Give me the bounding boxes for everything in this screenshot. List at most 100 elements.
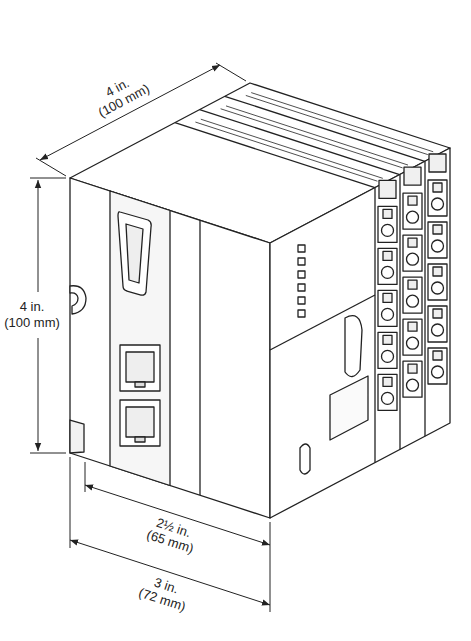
module-edge [424, 161, 425, 436]
terminal-release [408, 196, 417, 205]
body-edge [199, 220, 200, 495]
terminal-block [428, 222, 447, 258]
top-ridge [246, 95, 428, 154]
terminal-release [383, 293, 392, 302]
drawing-part [175, 93, 447, 450]
drawing-part [30, 63, 450, 612]
module-edge [399, 174, 400, 449]
terminal-block [428, 306, 447, 342]
top-ridge [201, 119, 383, 178]
module-edge [200, 110, 400, 175]
terminal-block [403, 235, 422, 271]
side-face [270, 148, 450, 518]
terminal-hole [382, 392, 394, 404]
drawing-part [30, 63, 270, 612]
top-ridge [195, 122, 377, 181]
extension-line [216, 63, 246, 81]
status-led [298, 258, 305, 265]
dimension-line [38, 180, 39, 292]
module-edge [175, 123, 375, 188]
terminal-hole [432, 198, 444, 210]
top-ridge [251, 93, 433, 152]
terminal-hole [382, 308, 394, 320]
terminal-release [383, 251, 392, 260]
terminal-release [433, 225, 442, 234]
terminal-hole [407, 337, 419, 349]
terminal-release [408, 280, 417, 289]
rj45-port [120, 400, 160, 446]
terminal-release [433, 351, 442, 360]
terminal-block [403, 193, 422, 229]
top-ridge [226, 106, 408, 165]
extension-line [36, 158, 66, 176]
terminal-hole [432, 240, 444, 252]
side-slot [300, 444, 310, 474]
label-plate [330, 376, 368, 440]
status-window [404, 167, 421, 185]
status-window [429, 154, 446, 172]
status-led [298, 284, 305, 291]
status-led [298, 297, 305, 304]
terminal-release [383, 335, 392, 344]
terminal-hole [407, 379, 419, 391]
rj45-tab [135, 437, 145, 442]
rj45-tab [135, 382, 145, 387]
terminal-block [428, 348, 447, 384]
top-ridge [221, 109, 403, 168]
terminal-block [403, 277, 422, 313]
status-window [379, 180, 396, 198]
terminal-hole [407, 295, 419, 307]
terminal-release [433, 183, 442, 192]
terminal-hole [432, 366, 444, 378]
subd-connector [118, 212, 151, 295]
front-face [70, 178, 270, 518]
terminal-hole [407, 253, 419, 265]
terminal-block [403, 361, 422, 397]
dimension-line [38, 338, 39, 451]
terminal-release [408, 322, 417, 331]
terminal-block [428, 264, 447, 300]
extension-line [30, 178, 66, 179]
terminal-release [408, 364, 417, 373]
dimension-label: 4 in. [19, 299, 46, 314]
terminal-block [378, 290, 397, 326]
din-latch [70, 286, 86, 314]
terminal-hole [382, 224, 394, 236]
terminal-block [378, 248, 397, 284]
extension-line [30, 453, 66, 454]
rj45-socket [126, 352, 154, 382]
terminal-release [433, 267, 442, 276]
terminal-block [378, 206, 397, 242]
status-led [298, 310, 305, 317]
terminal-block [428, 180, 447, 216]
terminal-block [403, 319, 422, 355]
rj45-socket [126, 407, 154, 437]
terminal-hole [432, 324, 444, 336]
subd-socket [126, 224, 143, 283]
terminal-release [408, 238, 417, 247]
port-panel [110, 191, 170, 486]
terminal-hole [382, 266, 394, 278]
terminal-release [383, 377, 392, 386]
terminal-release [383, 209, 392, 218]
module-edge [225, 96, 425, 161]
extension-line [85, 462, 86, 492]
release-lever [345, 316, 362, 377]
rj45-port [120, 345, 160, 391]
module-edge [374, 188, 375, 463]
extension-line [270, 522, 271, 612]
din-clip [70, 420, 84, 453]
terminal-block [378, 332, 397, 368]
dimension-line [40, 65, 220, 160]
dimension-label: (100 mm) [3, 315, 61, 330]
terminal-hole [382, 350, 394, 362]
status-led [298, 271, 305, 278]
terminal-hole [407, 211, 419, 223]
terminal-release [433, 309, 442, 318]
status-led [298, 245, 305, 252]
terminal-block [378, 374, 397, 410]
terminal-hole [432, 282, 444, 294]
extension-line [70, 457, 71, 548]
